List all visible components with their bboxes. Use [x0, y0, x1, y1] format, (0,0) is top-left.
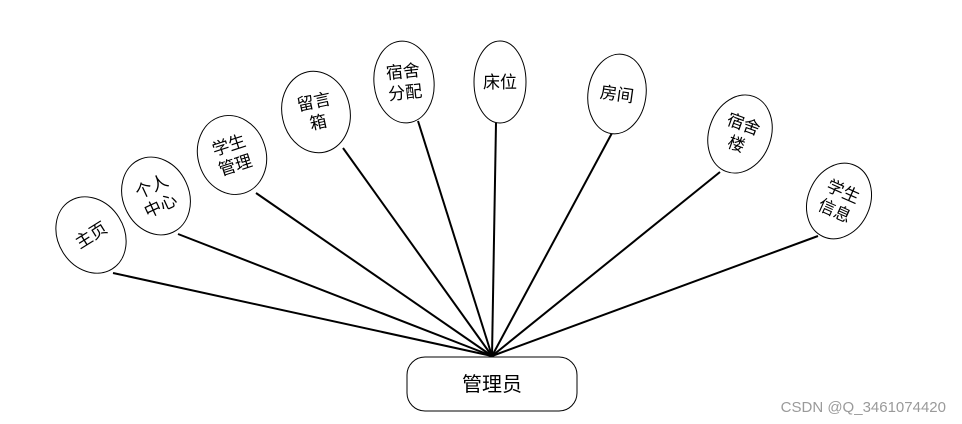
node-label-line: 床位: [483, 73, 517, 93]
node-label-line: 箱: [308, 112, 329, 135]
connector-line-0: [112, 272, 493, 357]
node-label-line: 房间: [599, 83, 635, 108]
node-ellipse: [121, 156, 191, 236]
node-ellipse: [281, 70, 351, 154]
connector-line-5: [491, 122, 497, 357]
root-box: [406, 356, 578, 412]
function-nodes: 主页个人中心学生管理留言箱宿舍分配床位房间宿舍楼学生信息: [55, 40, 872, 274]
function-node-5: 床位: [473, 40, 527, 124]
root-node: 管理员: [406, 356, 578, 412]
watermark: CSDN @Q_3461074420: [781, 399, 946, 416]
node-label-line: 宿舍: [385, 61, 421, 84]
node-ellipse: [373, 40, 435, 124]
function-node-0: 主页: [55, 196, 127, 274]
node-ellipse: [707, 94, 773, 174]
function-node-7: 宿舍楼: [707, 94, 773, 174]
connector-line-3: [342, 147, 493, 357]
node-ellipse: [587, 53, 647, 135]
node-ellipse: [55, 196, 127, 274]
connector-line-2: [255, 192, 493, 357]
connector-line-7: [491, 171, 721, 357]
node-label-line: 分配: [387, 82, 423, 105]
connector-line-4: [417, 120, 493, 357]
root-label: 管理员: [462, 372, 522, 396]
node-ellipse: [806, 162, 872, 240]
connector-line-8: [491, 235, 819, 357]
connector-lines: [112, 120, 819, 357]
node-ellipse: [196, 115, 268, 195]
function-node-3: 留言箱: [281, 70, 351, 154]
connector-line-1: [177, 233, 493, 357]
node-label-line: 楼: [725, 133, 748, 158]
node-ellipse: [473, 40, 527, 124]
function-node-6: 房间: [587, 53, 647, 135]
connector-line-6: [491, 132, 613, 357]
